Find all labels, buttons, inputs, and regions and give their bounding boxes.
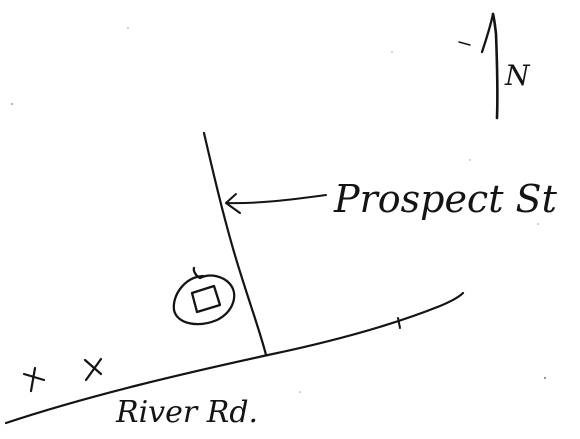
cross-markers xyxy=(22,357,103,393)
north-arrow-tick xyxy=(458,41,471,46)
prospect-street-line xyxy=(202,131,268,357)
north-label: N xyxy=(504,59,531,92)
site-marker-square xyxy=(190,284,222,314)
prospect-pointer-arrow xyxy=(225,193,327,214)
north-arrow-shaft xyxy=(491,12,499,120)
site-marker xyxy=(172,266,236,326)
river-road-mark xyxy=(397,317,401,329)
north-arrow: N xyxy=(458,12,531,120)
site-marker-circle xyxy=(172,266,236,326)
north-arrow-head xyxy=(480,12,495,54)
cross-marker-2 xyxy=(83,357,103,382)
paper-specks xyxy=(11,27,547,393)
prospect-street-label: Prospect St xyxy=(333,177,558,221)
cross-marker-1 xyxy=(22,366,46,393)
river-road-label: River Rd. xyxy=(115,395,258,430)
pointer-shaft xyxy=(225,194,327,205)
river-road-line xyxy=(4,291,465,425)
